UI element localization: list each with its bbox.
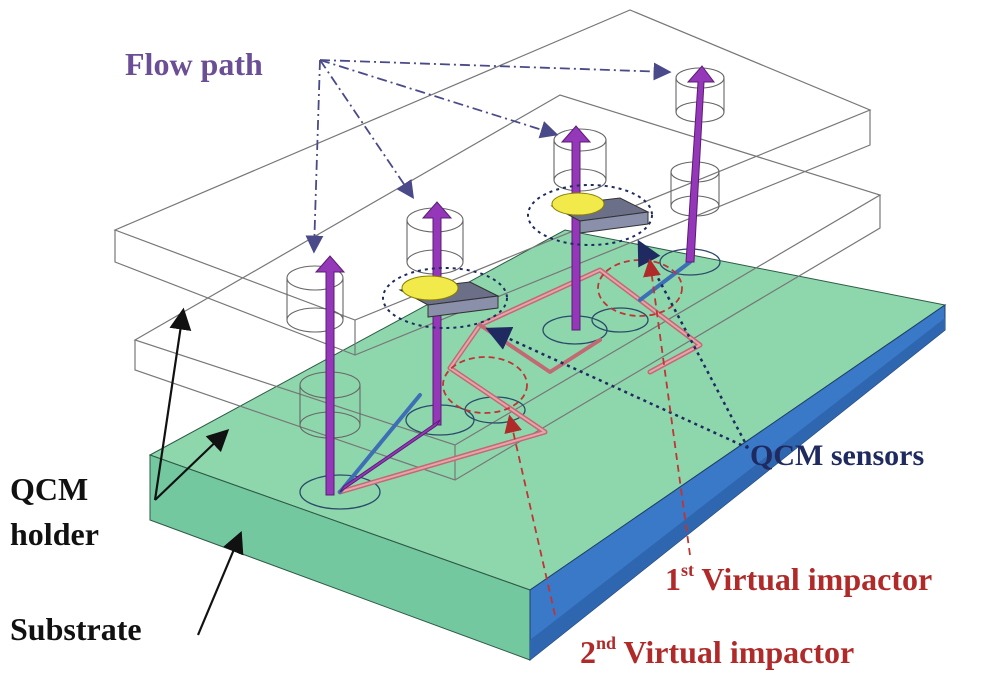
virtual-impactor-highlights	[442, 259, 683, 414]
second-virtual-impactor-label: 2nd Virtual impactor	[580, 633, 854, 670]
virtual-impactor-pointers	[504, 258, 691, 616]
substrate-label: Substrate	[10, 611, 142, 647]
qcm-sensors-label: QCM sensors	[750, 439, 924, 472]
microchannels	[337, 260, 703, 495]
qcm-holder-label-line2: holder	[10, 516, 99, 552]
substrate-pointer	[196, 530, 244, 636]
flow-path-label: Flow path	[125, 46, 263, 82]
qcm-holder-lower	[133, 94, 882, 481]
qcm-holder-pointers	[153, 307, 230, 501]
qcm-sensor-1	[398, 275, 500, 318]
qcm-holder-label-line1: QCM	[10, 471, 88, 507]
qcm-sensor-highlights	[382, 184, 653, 329]
qcm-sensor-2	[550, 192, 650, 234]
qcm-sensor-pointers	[485, 239, 750, 450]
substrate-slab	[148, 229, 947, 662]
first-virtual-impactor-label: 1st Virtual impactor	[665, 560, 932, 597]
flow-path-pointers	[305, 59, 672, 254]
qcm-holder-upper	[113, 9, 872, 356]
